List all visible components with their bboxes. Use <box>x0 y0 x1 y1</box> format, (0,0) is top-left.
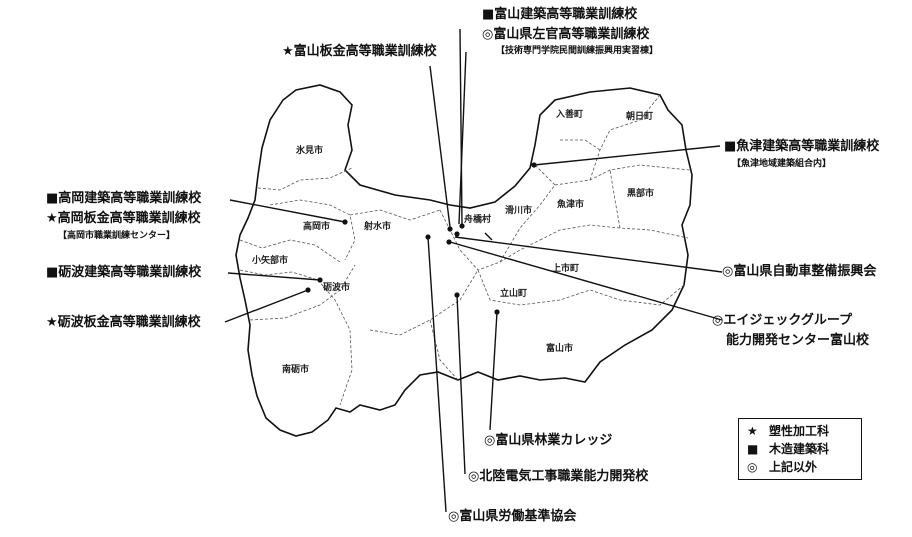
label-takaoka-sub: 【高岡市職業訓練センター】 <box>58 231 176 241</box>
label-tonami-bankin: ★砺波板金高等職業訓練校 <box>46 315 201 330</box>
city-nyuzen: 入善町 <box>555 108 583 120</box>
legend: ★ 塑性加工科 ■ 木造建築科 ◎ 上記以外 <box>738 418 862 480</box>
label-takaoka-bankin: ★高岡板金高等職業訓練校 <box>46 211 201 226</box>
double-circle-icon: ◎ <box>747 460 758 474</box>
label-toyama-sakan: ◎富山県左官高等職業訓練校 <box>482 27 650 42</box>
leader-lines <box>224 28 723 513</box>
city-tonami: 砺波市 <box>323 281 350 293</box>
city-tateyama: 立山町 <box>500 287 527 299</box>
legend-row-other: ◎ 上記以外 <box>747 458 853 476</box>
city-toyama: 富山市 <box>546 342 573 354</box>
city-uozu: 魚津市 <box>557 198 584 210</box>
legend-label-plastic: 塑性加工科 <box>769 424 830 438</box>
label-jidosha: ◎富山県自動車整備振興会 <box>722 264 877 279</box>
city-funahashi: 舟橋村 <box>464 213 491 225</box>
legend-row-plastic: ★ 塑性加工科 <box>747 422 853 440</box>
label-roudou: ◎富山県労働基準協会 <box>448 509 577 524</box>
city-kamiichi: 上市町 <box>552 262 579 274</box>
label-toyama-bankin: ★富山板金高等職業訓練校 <box>282 44 437 59</box>
label-toyama-sakan-sub: 【技術専門学院民間訓練振興用実習棟】 <box>496 46 659 56</box>
city-imizu: 射水市 <box>363 220 391 232</box>
city-namerikawa: 滑川市 <box>505 204 532 216</box>
legend-row-wood: ■ 木造建築科 <box>747 440 853 458</box>
city-kurobe: 黒部市 <box>627 187 654 199</box>
label-hokuriku-denki: ◎北陸電気工事職業能力開発校 <box>468 469 649 484</box>
municipal-boundaries <box>239 94 691 406</box>
location-dots <box>305 162 537 315</box>
label-tonami-kenchiku: ■砺波建築高等職業訓練校 <box>46 265 202 280</box>
label-ringyo: ◎富山県林業カレッジ <box>484 433 613 448</box>
legend-label-other: 上記以外 <box>769 460 818 474</box>
label-agc-1: ◎エイジェックグループ <box>712 313 853 328</box>
prefecture-outline <box>235 84 693 437</box>
label-uozu-kenchiku-sub: 【魚津地域建築組合内】 <box>732 159 832 169</box>
city-takaoka: 高岡市 <box>303 220 330 232</box>
city-nanto: 南砺市 <box>282 363 309 375</box>
label-toyama-kenchiku: ■富山建築高等職業訓練校 <box>482 7 638 22</box>
label-agc-2: 能力開発センター富山校 <box>726 333 870 348</box>
label-takaoka-kenchiku: ■高岡建築高等職業訓練校 <box>46 191 202 206</box>
legend-label-wood: 木造建築科 <box>769 442 830 456</box>
city-asahi: 朝日町 <box>626 110 653 122</box>
label-uozu-kenchiku: ■魚津建築高等職業訓練校 <box>724 139 880 154</box>
square-icon: ■ <box>747 442 759 456</box>
star-icon: ★ <box>747 424 758 438</box>
city-oyabe: 小矢部市 <box>251 254 288 266</box>
city-himi: 氷見市 <box>295 144 323 156</box>
